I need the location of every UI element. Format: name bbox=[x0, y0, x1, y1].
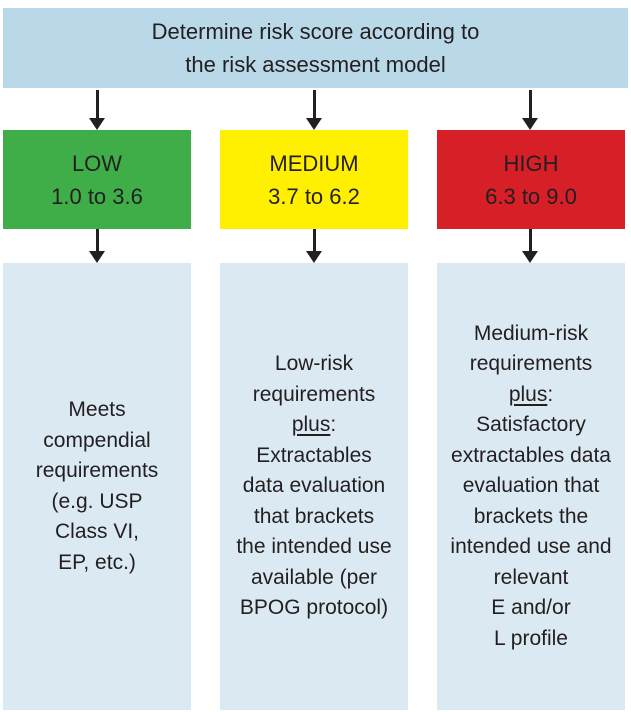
low-risk-label: LOW bbox=[71, 150, 123, 176]
high-risk-box: HIGH 6.3 to 9.0 bbox=[437, 130, 625, 229]
low-req-line: (e.g. USP bbox=[51, 489, 143, 513]
medium-risk-range: 3.7 to 6.2 bbox=[268, 183, 360, 209]
high-req-line: extractables data bbox=[451, 443, 611, 467]
arrow-low-to-requirements bbox=[89, 229, 105, 263]
high-req-line: brackets the bbox=[473, 504, 589, 528]
medium-req-line: Extractables bbox=[256, 443, 372, 467]
medium-req-line: the intended use bbox=[236, 535, 392, 559]
medium-risk-label: MEDIUM bbox=[269, 150, 359, 176]
arrow-medium-to-requirements bbox=[306, 229, 322, 263]
high-req-line: E and/or bbox=[491, 596, 571, 620]
low-req-line: requirements bbox=[35, 459, 159, 482]
low-requirements-box: Meets compendial requirements (e.g. USP … bbox=[3, 263, 191, 710]
low-req-line: compendial bbox=[43, 428, 151, 452]
high-req-line: Medium-risk bbox=[473, 321, 589, 345]
medium-req-plus: plus bbox=[291, 413, 331, 437]
medium-req-line: BPOG protocol) bbox=[239, 596, 389, 620]
medium-risk-box: MEDIUM 3.7 to 6.2 bbox=[220, 130, 408, 229]
high-req-line: L profile bbox=[494, 626, 568, 650]
high-req-plus: plus bbox=[508, 382, 548, 406]
high-req-line: Satisfactory bbox=[476, 413, 586, 437]
arrow-high-to-requirements bbox=[522, 229, 538, 263]
risk-score-box: Determine risk score according to the ri… bbox=[3, 8, 628, 88]
medium-req-line: available (per bbox=[250, 565, 378, 589]
arrow-top-to-medium bbox=[306, 90, 322, 130]
low-req-line: EP, etc.) bbox=[58, 550, 136, 574]
low-req-line: Class VI, bbox=[54, 520, 140, 543]
high-req-line: requirements bbox=[469, 352, 593, 376]
high-req-line: intended use and bbox=[450, 535, 612, 559]
high-req-line: relevant bbox=[493, 565, 569, 589]
low-risk-box: LOW 1.0 to 3.6 bbox=[3, 130, 191, 229]
medium-req-line: data evaluation bbox=[242, 474, 386, 498]
high-risk-label: HIGH bbox=[503, 150, 559, 176]
risk-score-line-1: Determine risk score according to bbox=[151, 19, 480, 44]
arrow-top-to-high bbox=[522, 90, 538, 130]
low-risk-range: 1.0 to 3.6 bbox=[51, 183, 143, 209]
low-req-line: Meets bbox=[68, 398, 126, 421]
high-req-plus-line: plus: bbox=[508, 382, 554, 406]
medium-req-line: that brackets bbox=[253, 504, 375, 528]
medium-requirements-box: Low-risk requirements plus: Extractables… bbox=[220, 263, 408, 710]
high-risk-range: 6.3 to 9.0 bbox=[485, 183, 577, 209]
medium-req-line: Low-risk bbox=[274, 352, 354, 376]
risk-score-line-2: the risk assessment model bbox=[185, 52, 446, 77]
high-requirements-box: Medium-risk requirements plus: Satisfact… bbox=[437, 263, 625, 710]
medium-req-plus-line: plus: bbox=[291, 413, 337, 437]
arrow-top-to-low bbox=[89, 90, 105, 130]
medium-req-line: requirements bbox=[252, 382, 376, 406]
high-req-line: evaluation that bbox=[462, 474, 600, 498]
